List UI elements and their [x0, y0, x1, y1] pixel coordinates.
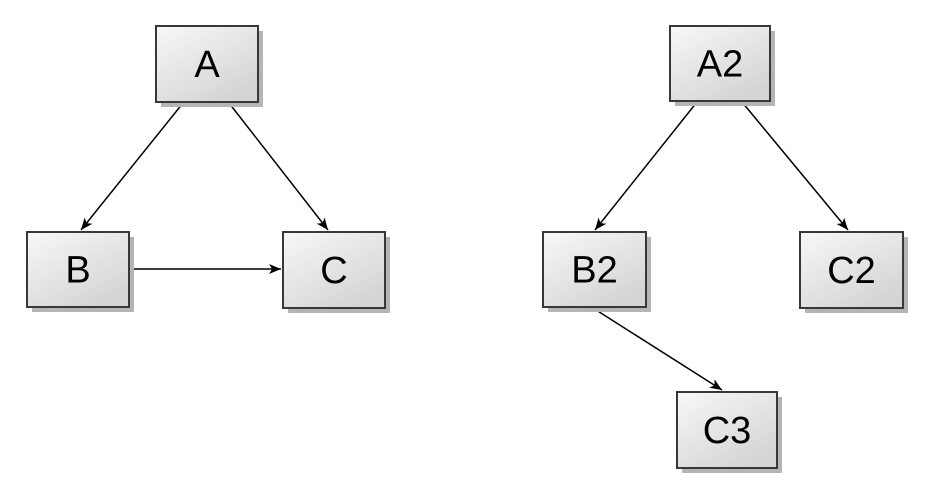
node-C: C: [282, 231, 390, 313]
edge-A2-B2: [594, 101, 698, 231]
node-label: A2: [697, 44, 743, 86]
left-graph: A B C: [26, 25, 390, 313]
node-box: [799, 231, 904, 309]
node-A2: A2: [669, 25, 775, 106]
node-box: [155, 25, 259, 103]
node-box: [669, 25, 771, 102]
node-C3: C3: [676, 391, 782, 473]
edge-A2-C2: [741, 101, 849, 231]
node-A: A: [155, 25, 263, 107]
node-label: B2: [571, 250, 617, 292]
edge-B2-C3: [592, 307, 723, 391]
node-label: C: [320, 250, 347, 292]
node-label: C2: [827, 250, 876, 292]
node-box: [542, 231, 647, 308]
node-C2: C2: [799, 231, 908, 313]
edge-A-C: [228, 102, 329, 231]
node-label: A: [194, 44, 220, 86]
node-box: [676, 391, 778, 469]
node-B2: B2: [542, 231, 651, 312]
node-label: B: [65, 250, 90, 292]
node-box: [282, 231, 386, 309]
node-label: C3: [703, 410, 752, 452]
edge-A-B: [80, 102, 184, 231]
node-box: [26, 231, 130, 308]
node-B: B: [26, 231, 134, 312]
